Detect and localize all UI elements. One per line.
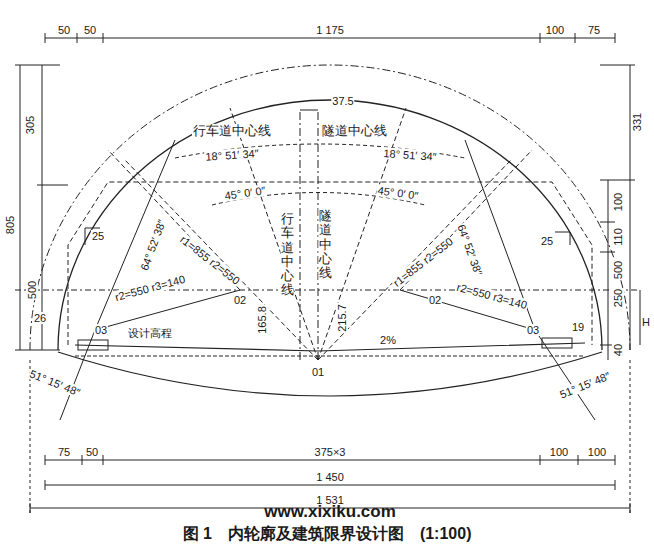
dimension: 500 [612,260,624,280]
dimension: 75 [57,446,71,458]
center-point: 01 [311,366,325,378]
center-point: 03 [94,324,108,336]
centerline-label: 隧道中心线 [321,124,388,138]
dimension: 50 [85,446,99,458]
center-point: 02 [428,294,442,306]
angle-label: 64° 52′ 38″ [455,222,485,278]
dimension: 50 [83,24,97,36]
dimension: 100 [549,446,569,458]
dimension: 40 [612,343,624,357]
centerline-label: 行车道中心线 [192,124,272,138]
dimension: 25 [91,230,105,242]
dimension: H [641,316,651,328]
dimension: 19 [571,321,585,333]
dimension: 100 [587,446,607,458]
centerline-label: 隧道中心线 [319,208,332,281]
dimension: 50 [57,24,71,36]
angle-label: 51° 15′ 48″ [27,367,83,399]
dimension: 165.8 [256,305,268,335]
note: 设计高程 [127,327,173,339]
dimension: 37.5 [331,95,354,107]
angle-label: 18° 51′ 34″ [204,147,260,163]
dimension: 375×3 [314,446,347,458]
dimension: 500 [26,280,38,300]
watermark: www.xixiku.com [263,503,397,522]
radius-label: r2=550 r3=140 [455,281,530,312]
slope-label: 2% [379,334,397,346]
figure-caption: 图 1 内轮廓及建筑限界设计图 (1:100) [183,525,472,543]
radius-label: r1=855 r2=550 [177,232,243,287]
centerline-label: 行车道中心线 [281,211,294,299]
radius-label: r1=855 r2=550 [390,234,456,289]
dimension: 215.7 [336,303,348,333]
dimension: 250 [612,288,624,308]
angle-label: 64° 52′ 38″ [138,217,168,273]
center-point: 02 [233,294,247,306]
dimension: 100 [612,192,624,212]
angle-label: 51° 15′ 48″ [557,369,613,401]
dimension: 26 [33,312,47,324]
dimension: 100 [545,24,565,36]
dimension: 110 [612,227,624,247]
dimension: 25 [540,235,554,247]
dimension: 331 [631,112,643,132]
dimension: 75 [587,24,601,36]
radius-label: r2=550 r3=140 [113,273,188,304]
center-point: 03 [526,324,540,336]
dimension: 1 175 [315,24,345,36]
angle-label: 45° 0′ 0″ [376,184,420,202]
dimension: 1 450 [315,471,345,483]
dimension: 805 [4,215,16,235]
angle-label: 45° 0′ 0″ [223,184,267,202]
dimension: 305 [24,115,36,135]
angle-label: 18° 51′ 34″ [382,147,438,163]
